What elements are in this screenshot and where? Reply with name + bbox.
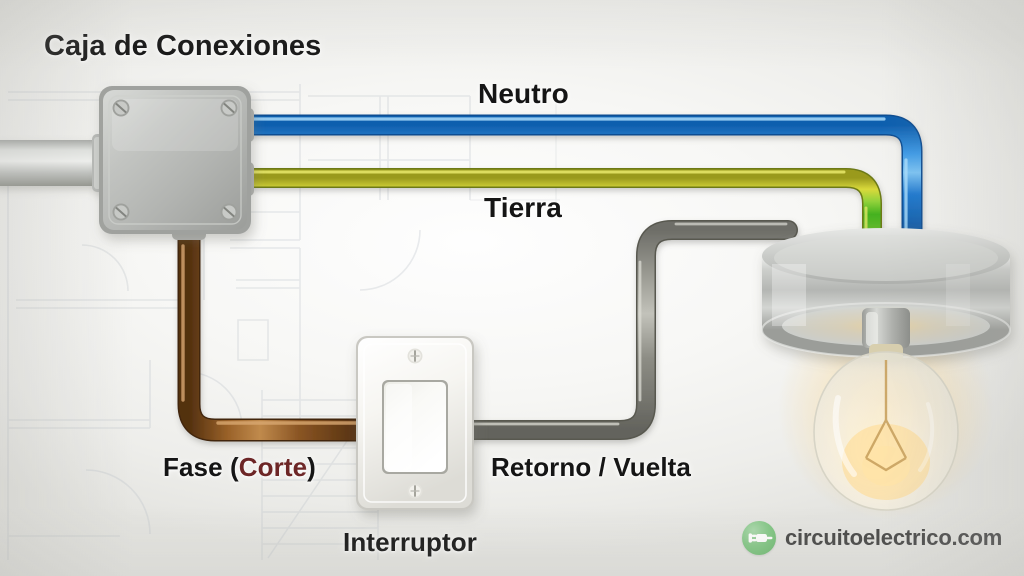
conduit-icon <box>0 134 112 192</box>
junction-box-icon <box>99 86 251 234</box>
incandescent-bulb-icon <box>813 351 959 511</box>
site-watermark[interactable]: circuitoelectrico.com <box>742 521 1002 555</box>
label-phase-main: Fase <box>163 452 223 482</box>
switch-rocker-paddle[interactable] <box>382 380 448 474</box>
label-return-wire: Retorno / Vuelta <box>491 452 691 482</box>
wire-phase <box>177 220 378 442</box>
switch-plate-screws <box>407 348 423 499</box>
label-junction-box: Caja de Conexiones <box>44 30 322 62</box>
label-phase-cut: Corte <box>238 452 308 482</box>
label-phase-paren-open: ( <box>230 452 239 482</box>
label-phase-wire: Fase (Corte) <box>163 452 316 483</box>
label-switch: Interruptor <box>343 527 477 557</box>
ceiling-light-fixture-icon <box>761 228 1011 520</box>
box-screws <box>112 99 238 221</box>
wire-return <box>456 220 798 440</box>
plug-icon <box>742 521 776 555</box>
wire-neutral <box>235 114 923 255</box>
label-earth-wire: Tierra <box>484 192 562 223</box>
rocker-switch-icon[interactable] <box>356 336 474 510</box>
site-watermark-text: circuitoelectrico.com <box>785 525 1003 550</box>
label-phase-paren-close: ) <box>307 452 316 482</box>
label-neutral-wire: Neutro <box>478 78 569 109</box>
